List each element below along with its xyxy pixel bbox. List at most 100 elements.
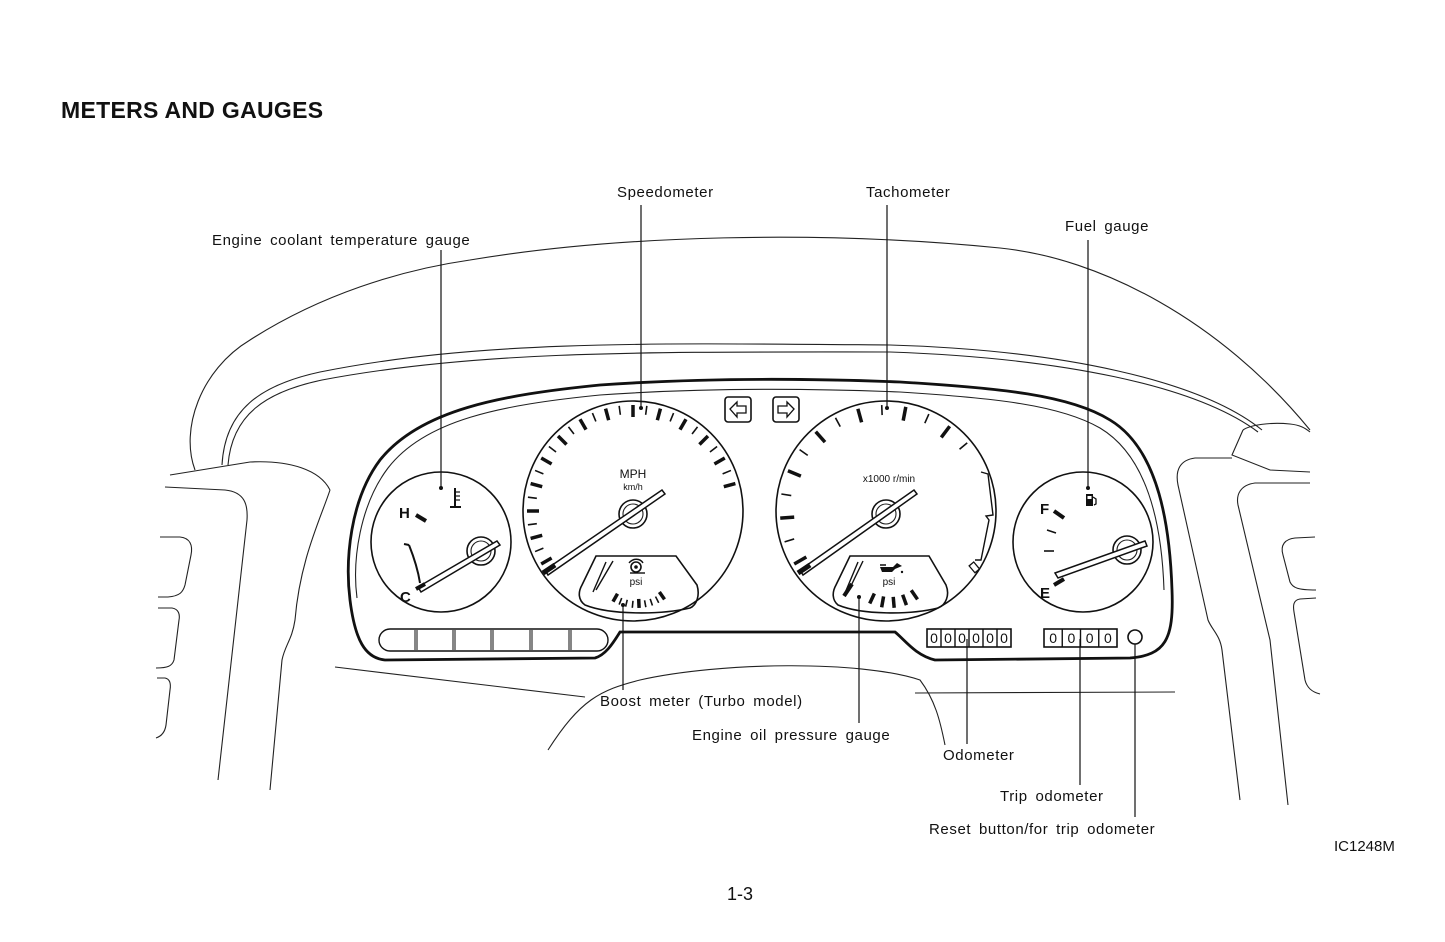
page-number: 1-3 bbox=[727, 884, 754, 904]
trip-digit: 0 bbox=[1067, 630, 1075, 646]
trip-digit: 0 bbox=[1049, 630, 1057, 646]
dial-tick bbox=[644, 405, 648, 415]
odo-digit: 0 bbox=[1000, 630, 1008, 646]
dial-tick bbox=[618, 405, 622, 415]
turbo-icon bbox=[628, 558, 645, 574]
right-pod-inner bbox=[1176, 457, 1241, 801]
odo-digit: 0 bbox=[958, 630, 966, 646]
callout-leader-lines bbox=[439, 205, 1136, 817]
page-title: METERS AND GAUGES bbox=[61, 97, 324, 123]
odo-digit: 0 bbox=[944, 630, 952, 646]
right-turn-indicator bbox=[772, 396, 800, 423]
column-line-left bbox=[334, 666, 586, 698]
dial-tick bbox=[939, 425, 952, 439]
boost-ticks bbox=[611, 590, 666, 609]
coolant-temperature-gauge: H C bbox=[370, 471, 512, 613]
cluster-inner-bezel bbox=[355, 388, 1165, 599]
dashboard-trim-1 bbox=[221, 343, 1263, 466]
dial-tick bbox=[618, 597, 623, 605]
dial-tick bbox=[530, 533, 543, 541]
dial-tick bbox=[722, 469, 732, 475]
dial-tick bbox=[784, 538, 795, 543]
temp-cold-label: C bbox=[400, 589, 411, 606]
dial-tick bbox=[780, 515, 795, 520]
callout-trip-odometer: Trip odometer bbox=[1000, 788, 1104, 805]
dial-tick bbox=[713, 456, 726, 466]
warning-light-strip bbox=[378, 628, 609, 652]
dial-tick bbox=[793, 555, 808, 566]
dial-tick bbox=[527, 496, 537, 500]
left-turn-arrow-icon bbox=[729, 400, 747, 419]
fuel-gauge: F E bbox=[1012, 471, 1154, 613]
steering-column-hood bbox=[547, 665, 946, 751]
dial-tick bbox=[624, 599, 629, 607]
dial-tick bbox=[548, 445, 557, 453]
dial-tick bbox=[534, 469, 544, 475]
fuel-empty-label: E bbox=[1040, 585, 1050, 602]
dial-tick bbox=[631, 600, 634, 608]
dial-tick bbox=[540, 556, 553, 566]
dial-tick bbox=[909, 589, 919, 601]
dial-tick bbox=[643, 600, 647, 608]
right-pod-top bbox=[1231, 422, 1311, 473]
dial-tick bbox=[556, 434, 568, 446]
cluster-bezel bbox=[346, 377, 1174, 662]
dial-tick bbox=[611, 592, 620, 603]
left-vent-3 bbox=[155, 677, 171, 739]
dial-tick bbox=[856, 408, 864, 423]
trip-reset-button[interactable] bbox=[1127, 629, 1143, 645]
dial-tick bbox=[591, 412, 597, 422]
dial-tick bbox=[655, 408, 663, 421]
left-turn-indicator bbox=[724, 396, 752, 423]
dial-tick bbox=[891, 596, 896, 608]
callout-tachometer: Tachometer bbox=[866, 184, 951, 201]
dial-tick bbox=[787, 469, 802, 478]
column-line-right bbox=[914, 691, 1176, 694]
fuel-pump-icon bbox=[1086, 494, 1097, 506]
left-pod-inner bbox=[164, 486, 248, 781]
odo-digit: 0 bbox=[972, 630, 980, 646]
dial-tick bbox=[901, 406, 908, 421]
dial-tick bbox=[799, 448, 809, 457]
dial-tick bbox=[578, 418, 588, 431]
trip-digit: 0 bbox=[1104, 630, 1112, 646]
left-pod-outer bbox=[269, 489, 331, 791]
odo-digit: 0 bbox=[986, 630, 994, 646]
fuel-full-label: F bbox=[1040, 501, 1049, 518]
speedometer-ticks bbox=[527, 405, 736, 566]
dial-tick bbox=[868, 592, 876, 605]
dashboard-hood-outer bbox=[189, 236, 1311, 471]
dial-tick bbox=[540, 456, 553, 466]
dial-tick bbox=[723, 481, 736, 489]
engine-oil-pressure-gauge: psi bbox=[832, 555, 949, 614]
right-vent-1 bbox=[1281, 536, 1317, 591]
dial-tick bbox=[901, 594, 909, 606]
right-pod-outer bbox=[1236, 482, 1310, 806]
right-vent-2 bbox=[1292, 597, 1321, 695]
left-vent-2 bbox=[155, 607, 180, 669]
dial-tick bbox=[669, 412, 675, 422]
dial-tick bbox=[603, 408, 611, 421]
oil-can-icon bbox=[880, 563, 904, 574]
right-turn-arrow-icon bbox=[777, 400, 795, 419]
dial-tick bbox=[698, 434, 710, 446]
dial-tick bbox=[879, 596, 886, 608]
dial-tick bbox=[691, 426, 699, 435]
left-vent-1 bbox=[158, 536, 193, 598]
speedo-unit-mph: MPH bbox=[620, 467, 647, 481]
callout-coolant-temperature-gauge: Engine coolant temperature gauge bbox=[212, 232, 471, 249]
dial-tick bbox=[567, 426, 575, 435]
callout-fuel-gauge: Fuel gauge bbox=[1065, 218, 1150, 235]
coolant-temperature-icon bbox=[450, 488, 461, 508]
boost-meter: psi bbox=[578, 555, 699, 614]
dial-tick bbox=[834, 417, 841, 427]
odo-digit: 0 bbox=[930, 630, 938, 646]
dial-tick bbox=[924, 413, 930, 424]
temp-hot-label: H bbox=[399, 505, 410, 522]
dial-tick bbox=[654, 596, 660, 604]
callout-boost-meter: Boost meter (Turbo model) bbox=[600, 693, 803, 710]
tachometer-ticks bbox=[780, 405, 968, 566]
dial-tick bbox=[657, 590, 666, 601]
